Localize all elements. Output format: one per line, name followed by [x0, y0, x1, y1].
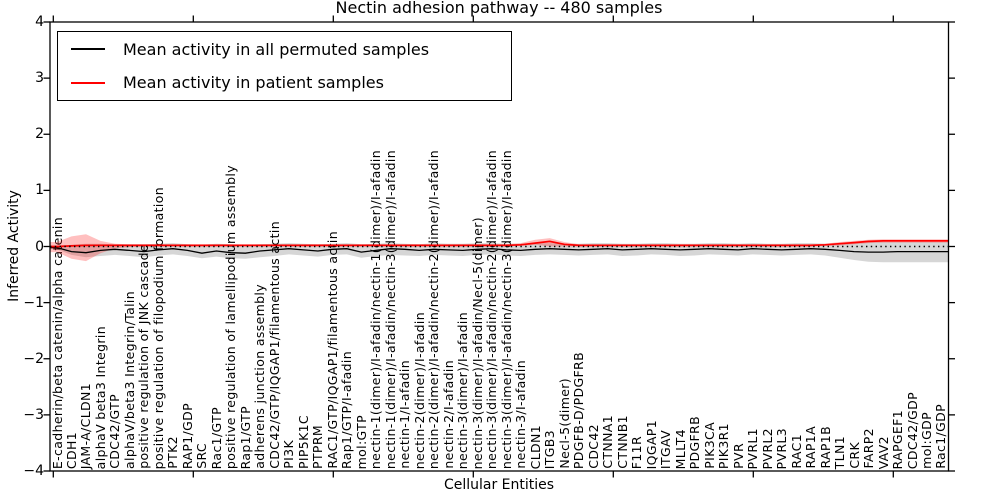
x-tick-label: CTNNB1 — [614, 415, 630, 469]
legend: Mean activity in all permuted samples Me… — [57, 31, 512, 101]
legend-line-permuted-icon — [71, 48, 105, 51]
x-tick-label: nectin-1(dimer)/I-afadin/nectin-3(dimer)… — [382, 149, 398, 469]
x-tick-label: CDC42/GDP — [904, 391, 920, 469]
x-tick-label: MLLT4 — [672, 428, 688, 469]
x-tick-label: CRK — [846, 442, 862, 469]
x-tick-label: CDC42 — [585, 424, 601, 469]
x-tick-label: RAC1 — [788, 434, 804, 469]
y-tick-label: −2 — [23, 350, 44, 367]
x-tick-label: Rap1/GTP — [237, 405, 253, 469]
x-tick-label: ITGB3 — [542, 429, 558, 469]
x-tick-label: RAPGEF1 — [890, 409, 906, 469]
x-tick-label: nectin-2/I-afadin — [440, 360, 456, 469]
x-tick-label: nectin-1(dimer)/I-afadin/nectin-1(dimer)… — [368, 149, 384, 469]
x-axis-title: Cellular Entities — [443, 477, 555, 493]
x-tick-label: adherens junction assembly — [252, 284, 268, 469]
x-tick-label: Rac1/GDP — [933, 404, 948, 469]
x-tick-label: PDGFRB — [687, 415, 703, 469]
x-tick-label: VAV2 — [875, 435, 891, 469]
x-tick-label: RAP1/GDP — [179, 402, 195, 469]
x-tick-label: PVRL1 — [745, 427, 761, 469]
x-tick-label: JAM-A/CLDN1 — [78, 382, 94, 469]
x-tick-label: Rap1/GTP/I-afadin — [339, 351, 355, 469]
x-tick-label: nectin-3(dimer)/I-afadin — [455, 311, 471, 469]
x-tick-label: mol:GDP — [919, 412, 934, 469]
x-tick-label: positive regulation of filopodium format… — [150, 186, 166, 469]
x-tick-label: nectin-3(dimer)/I-afadin/Necl-5(dimer) — [469, 216, 485, 469]
x-tick-label: PIK3CA — [701, 422, 717, 469]
x-tick-label: alphaV beta3 Integrin — [92, 325, 108, 469]
y-tick-label: −4 — [23, 463, 44, 479]
x-tick-label: PVR — [730, 443, 746, 469]
x-tick-label: CLDN1 — [527, 424, 543, 469]
x-tick-label: E-cadherin/beta catenin/alpha catenin — [50, 216, 65, 469]
legend-label-permuted: Mean activity in all permuted samples — [123, 39, 430, 59]
x-tick-label: SRC — [194, 443, 210, 469]
x-tick-label: ITGAV — [658, 429, 674, 469]
x-tick-label: nectin-2(dimer)/I-afadin/nectin-2(dimer)… — [426, 149, 442, 469]
x-tick-label: PI3K — [281, 440, 297, 469]
x-tick-label: PIK3R1 — [716, 422, 732, 469]
x-tick-label: TLN1 — [832, 435, 848, 469]
x-tick-label: CDC42/GTP — [107, 394, 123, 469]
x-tick-label: PTK2 — [165, 436, 181, 469]
x-tick-label: RAC1/GTP/IQGAP1/filamentous actin — [324, 231, 340, 469]
x-tick-label: CDH1 — [63, 431, 79, 469]
x-tick-label: CDC42/GTP/IQGAP1/filamentous actin — [266, 221, 282, 469]
y-tick-label: −3 — [23, 406, 44, 423]
x-tick-label: nectin-3/I-afadin — [513, 360, 529, 469]
x-tick-label: positive regulation of lamellipodium ass… — [223, 164, 239, 469]
legend-item-permuted: Mean activity in all permuted samples — [71, 33, 511, 65]
x-tick-label: RAP1A — [803, 426, 819, 469]
y-tick-label: 4 — [35, 14, 44, 30]
x-tick-label: nectin-3(dimer)/I-afadin/nectin-2(dimer)… — [484, 149, 500, 469]
x-tick-label: PVRL3 — [774, 427, 790, 469]
x-tick-label: Necl-5(dimer) — [556, 378, 572, 469]
y-tick-label: 0 — [35, 238, 44, 255]
y-tick-label: 1 — [35, 182, 44, 199]
x-tick-label: RAP1B — [817, 426, 833, 469]
x-tick-label: F11R — [629, 435, 645, 469]
x-tick-label: PIP5K1C — [295, 414, 311, 469]
x-tick-label: PDGFB-D/PDGFRB — [571, 351, 587, 469]
chart-title: Nectin adhesion pathway -- 480 samples — [335, 0, 663, 17]
x-tick-label: PVRL2 — [759, 427, 775, 469]
x-tick-label: PTPRM — [310, 425, 326, 469]
x-tick-label: positive regulation of JNK cascade — [136, 244, 152, 469]
y-tick-label: 3 — [35, 70, 44, 87]
y-tick-label: 2 — [35, 126, 44, 143]
x-tick-label: Rac1/GTP — [208, 406, 224, 469]
legend-label-patient: Mean activity in patient samples — [123, 73, 384, 93]
legend-line-patient-icon — [71, 81, 105, 84]
x-tick-label: mol:GTP — [353, 414, 369, 469]
y-tick-label: −1 — [23, 294, 44, 311]
x-tick-label: nectin-3(dimer)/I-afadin/nectin-3(dimer)… — [498, 149, 514, 469]
x-tick-label: CTNNA1 — [600, 415, 616, 469]
x-tick-label: nectin-1/I-afadin — [397, 360, 413, 469]
x-tick-label: IQGAP1 — [643, 419, 659, 469]
x-tick-label: FARP2 — [861, 428, 877, 469]
legend-item-patient: Mean activity in patient samples — [71, 67, 511, 99]
x-tick-label: alphaV/beta3 Integrin/Talin — [121, 291, 137, 469]
x-tick-label: nectin-2(dimer)/I-afadin — [411, 311, 427, 469]
